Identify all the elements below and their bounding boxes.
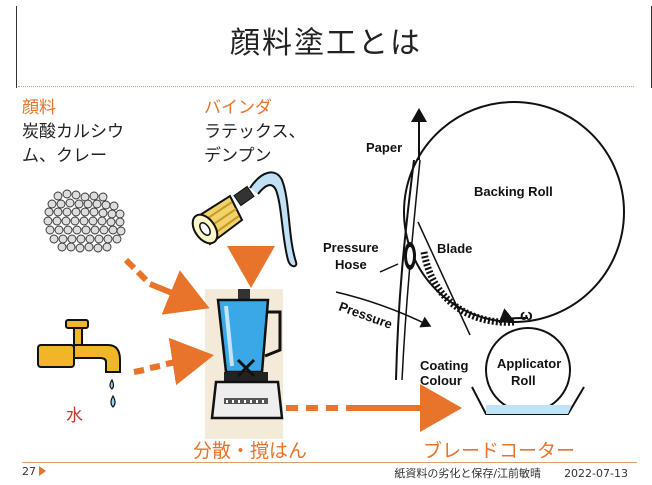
blender-icon xyxy=(205,289,284,439)
label-coating-2: Colour xyxy=(420,373,462,388)
label-coating-1: Coating xyxy=(420,358,468,373)
process-arrows xyxy=(123,246,462,432)
pigment-line-2: ム、クレー xyxy=(22,146,107,166)
backing-roll xyxy=(403,101,625,323)
dispersion-caption: 分散・撹はん xyxy=(193,440,308,462)
footer-info: 紙資料の劣化と保存/江前敏晴 2022-07-13 xyxy=(394,465,628,481)
binder-line-2: デンプン xyxy=(204,146,272,166)
footer-divider xyxy=(22,462,637,463)
title-divider xyxy=(18,86,634,87)
label-applicator-1: Applicator xyxy=(497,356,561,371)
page-number: 27 xyxy=(22,465,36,478)
water-label: 水 xyxy=(66,406,83,426)
slide-title: 顔料塗工とは xyxy=(230,26,422,61)
coating-layer xyxy=(420,251,515,326)
footer-page: 27 xyxy=(22,465,46,478)
pigment-heading: 顔料 xyxy=(22,98,56,118)
frame-left-border xyxy=(16,6,17,88)
footer-text: 紙資料の劣化と保存/江前敏晴 xyxy=(394,467,542,480)
label-paper: Paper xyxy=(366,140,402,155)
blade-coater-caption: ブレードコーター xyxy=(423,440,576,462)
blade-coater-diagram: Paper Backing Roll Pressure Hose Blade P… xyxy=(323,101,625,415)
label-omega: ω xyxy=(520,307,533,324)
label-applicator-2: Roll xyxy=(511,373,536,388)
footer-date: 2022-07-13 xyxy=(564,467,628,480)
label-pressure: Pressure xyxy=(337,299,394,332)
binder-line-1: ラテックス、 xyxy=(204,122,306,142)
next-triangle-icon[interactable] xyxy=(39,466,46,476)
faucet-icon xyxy=(37,319,121,408)
pigment-line-1: 炭酸カルシウ xyxy=(22,122,124,142)
binder-heading: バインダ xyxy=(204,98,272,118)
pigment-pile-icon xyxy=(43,189,126,253)
binder-tube-icon xyxy=(191,171,298,268)
label-pressure-hose-2: Hose xyxy=(335,257,367,272)
label-pressure-hose-1: Pressure xyxy=(323,240,379,255)
label-backing-roll: Backing Roll xyxy=(474,184,553,199)
label-blade: Blade xyxy=(437,241,472,256)
paper-web xyxy=(395,159,415,381)
